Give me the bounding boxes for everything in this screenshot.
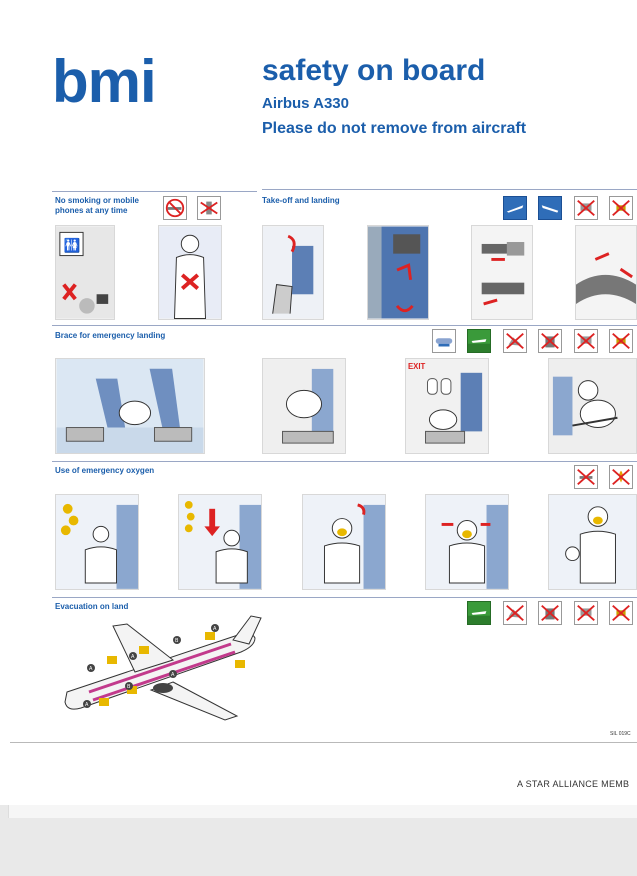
footer-rule	[10, 742, 637, 743]
page-title: safety on board	[262, 54, 486, 87]
seatbelt-release-illustration	[575, 225, 637, 320]
bmi-logo: bmi	[52, 48, 157, 115]
seat-upright-illustration	[262, 225, 324, 320]
lavatory-smoke-detector-illustration: 🚻	[55, 225, 115, 320]
aircraft-cabin-icon	[432, 329, 456, 353]
oxygen-masks-drop-illustration	[55, 494, 139, 590]
section-label-brace: Brace for emergency landing	[55, 331, 166, 340]
plane-takeoff-icon	[503, 196, 527, 220]
no-smoking-icon	[574, 465, 598, 489]
no-laptop-icon	[574, 601, 598, 625]
brace-exit-row-illustration: EXIT	[405, 358, 489, 454]
aircraft-on-land-icon	[467, 329, 491, 353]
svg-text:B: B	[175, 638, 179, 644]
brace-forward-illustration	[262, 358, 346, 454]
svg-text:A: A	[171, 672, 175, 678]
no-electronics-icon	[609, 196, 633, 220]
svg-text:🚻: 🚻	[64, 237, 81, 254]
svg-text:A: A	[85, 702, 89, 708]
aircraft-type: Airbus A330	[262, 95, 349, 112]
aircraft-on-land-icon	[467, 601, 491, 625]
no-shoes-icon	[503, 329, 527, 353]
no-shoes-icon	[503, 601, 527, 625]
svg-text:A: A	[131, 654, 135, 660]
brace-adult-child-illustration	[548, 358, 637, 454]
oxygen-assist-child-illustration	[548, 494, 637, 590]
section-label-evacuation: Evacuation on land	[55, 602, 129, 611]
no-naked-flame-icon	[609, 465, 633, 489]
section-rule	[52, 191, 257, 192]
removal-notice: Please do not remove from aircraft	[262, 120, 527, 137]
no-mobile-phone-icon	[197, 196, 221, 220]
no-electronics-icon	[609, 601, 633, 625]
svg-text:A: A	[89, 666, 93, 672]
seatback-table-illustration	[367, 225, 429, 320]
passenger-phone-illustration	[158, 225, 222, 320]
seatbelt-fasten-illustration	[471, 225, 533, 320]
section-label-oxygen: Use of emergency oxygen	[55, 466, 155, 475]
card-code: SIL 019C	[610, 731, 631, 737]
brace-position-rows-illustration	[55, 358, 205, 454]
plane-landing-icon	[538, 196, 562, 220]
no-laptop-icon	[574, 196, 598, 220]
section-rule	[52, 461, 637, 462]
no-electronics-icon	[609, 329, 633, 353]
section-rule	[262, 189, 637, 190]
no-baggage-icon	[538, 601, 562, 625]
section-label-takeoff: Take-off and landing	[262, 196, 340, 205]
no-smoking-icon	[163, 196, 187, 220]
svg-text:A: A	[213, 626, 217, 632]
evacuation-aircraft-diagram: A A B A B A A	[55, 612, 275, 722]
section-rule	[52, 597, 637, 598]
section-label-smoking: No smoking or mobile phones at any time	[55, 196, 140, 215]
star-alliance-text: A STAR ALLIANCE MEMB	[517, 779, 630, 789]
no-baggage-icon	[538, 329, 562, 353]
oxygen-place-mask-illustration	[302, 494, 386, 590]
oxygen-pull-mask-illustration	[178, 494, 262, 590]
exit-sign: EXIT	[408, 362, 426, 371]
section-rule	[52, 325, 637, 326]
no-laptop-icon	[574, 329, 598, 353]
svg-text:B: B	[127, 684, 131, 690]
oxygen-tighten-straps-illustration	[425, 494, 509, 590]
